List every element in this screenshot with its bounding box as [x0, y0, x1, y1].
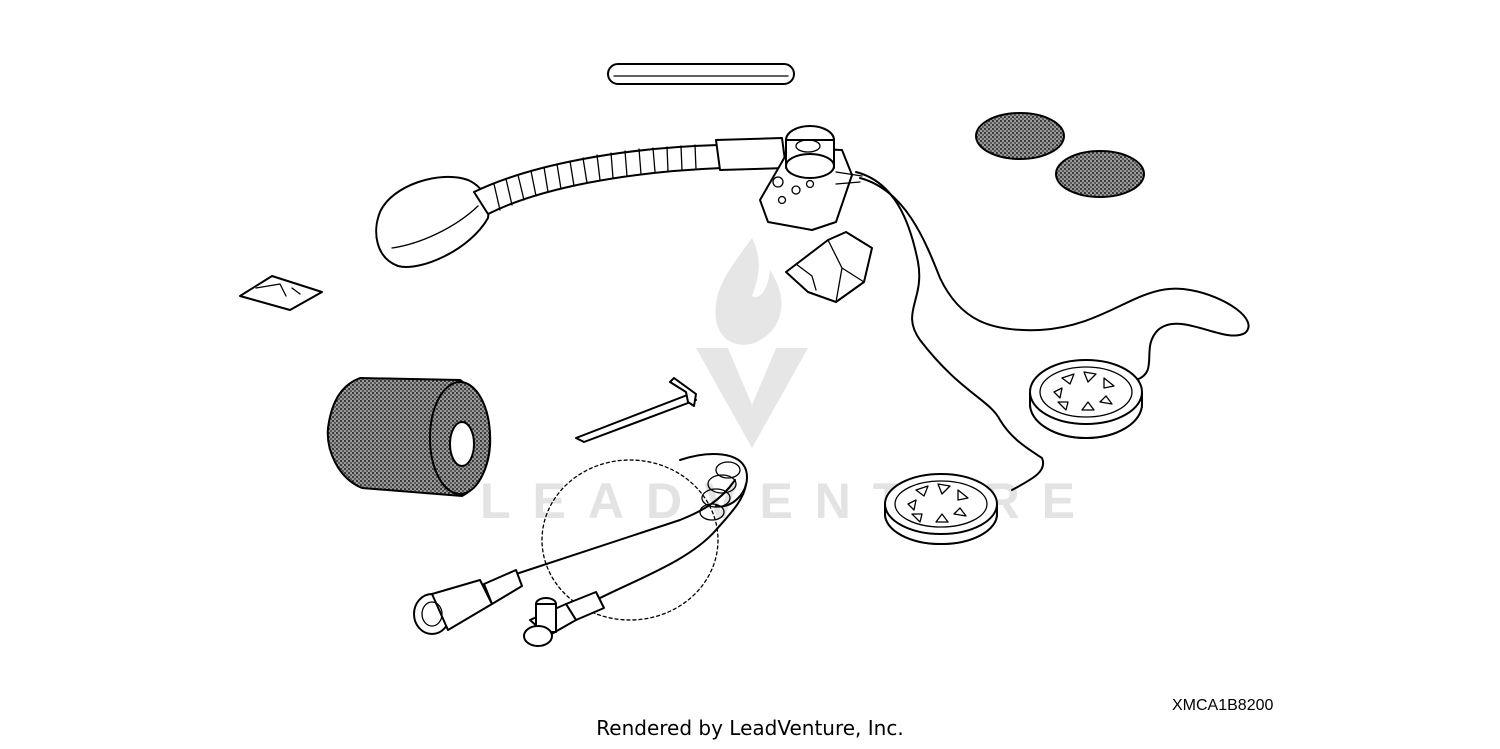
speaker-lower	[884, 473, 998, 545]
mount-bracket	[785, 231, 873, 303]
speaker-cable	[855, 171, 1250, 491]
diagram-reference-code: XMCA1B8200	[1172, 697, 1274, 714]
adhesive-pad	[239, 275, 323, 311]
coiled-cord	[413, 453, 749, 647]
hex-wrench	[575, 377, 697, 443]
footer-credit: Rendered by LeadVenture, Inc.	[596, 716, 904, 740]
foam-windscreen	[326, 376, 492, 498]
mic-mount-block	[759, 125, 863, 231]
speaker-upper	[1029, 359, 1143, 439]
velcro-pad-upper	[975, 112, 1065, 160]
flame-v-logo-icon	[696, 238, 808, 448]
velcro-pad-lower	[1055, 150, 1145, 198]
spacer-strip	[607, 63, 795, 85]
microphone-boom	[375, 137, 787, 268]
